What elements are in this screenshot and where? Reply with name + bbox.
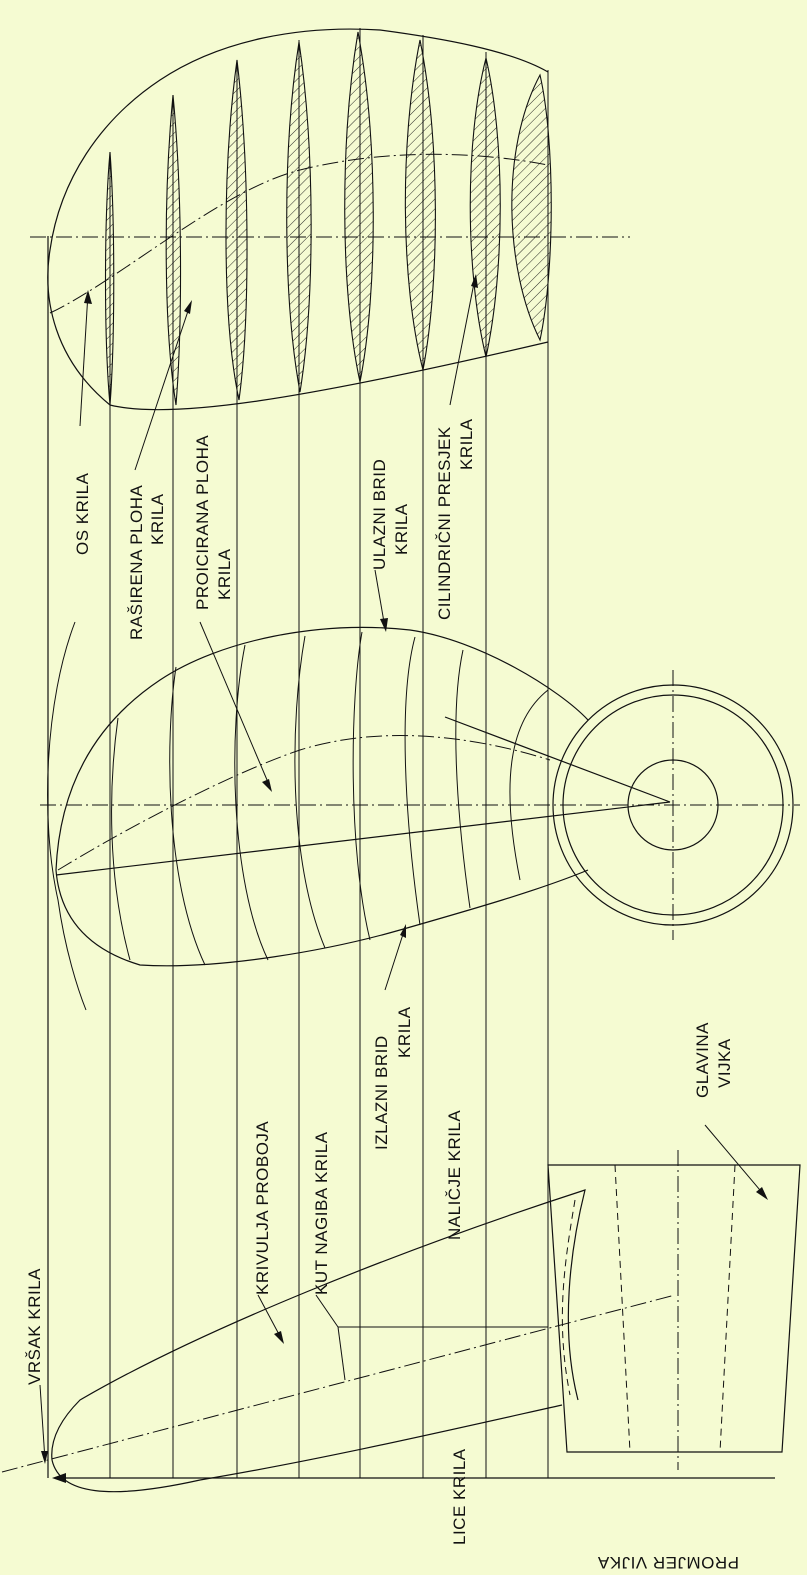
label-cilindricni-presjek-line1: CILINDRIČNI PRESJEK	[435, 426, 454, 620]
label-glavina-line1: GLAVINA	[693, 1022, 712, 1098]
label-os-krila: OS KRILA	[73, 472, 92, 555]
label-proicirana-ploha-line1: PROICIRANA PLOHA	[193, 435, 212, 610]
blade-side-profile	[51, 1189, 586, 1493]
label-proicirana-ploha-line2: KRILA	[215, 548, 234, 600]
label-krivulja-proboja: KRIVULJA PROBOJA	[253, 1121, 272, 1295]
projected-section-arcs	[111, 631, 549, 966]
top-blade-axis-curve	[49, 153, 549, 314]
label-rasirena-ploha-line2: KRILA	[148, 493, 167, 545]
hub-side-view	[547, 1150, 801, 1470]
label-lice-krila: LICE KRILA	[450, 1448, 469, 1545]
diameter-arrow	[52, 1473, 775, 1483]
hub-circles	[552, 670, 794, 940]
leader-lines	[39, 274, 768, 1464]
label-ulazni-brid-line1: ULAZNI BRID	[370, 459, 389, 570]
label-vrsak-krila: VRŠAK KRILA	[25, 1268, 44, 1385]
projected-blade-axis-curve	[57, 735, 551, 871]
label-ulazni-brid-line2: KRILA	[392, 503, 411, 555]
projected-blade-outline	[47, 621, 671, 1011]
label-rasirena-ploha-line1: RAŠIRENA PLOHA	[127, 485, 146, 640]
label-promjer-vijka: PROMJER VIJKA	[597, 1553, 739, 1572]
label-kut-nagiba-krila: KUT NAGIBA KRILA	[312, 1131, 331, 1295]
label-cilindricni-presjek-line2: KRILA	[457, 418, 476, 470]
cylindrical-sections	[104, 31, 552, 406]
label-izlazni-brid-line2: KRILA	[395, 1006, 414, 1058]
expanded-blade-outline	[47, 28, 549, 411]
label-nalicje-krila: NALIČJE KRILA	[445, 1110, 464, 1240]
label-glavina-line2: VIJKA	[715, 1038, 734, 1088]
rake-axis-line	[1, 1294, 676, 1473]
label-izlazni-brid-line1: IZLAZNI BRID	[372, 1035, 391, 1150]
rake-angle-line-2	[337, 1326, 346, 1381]
